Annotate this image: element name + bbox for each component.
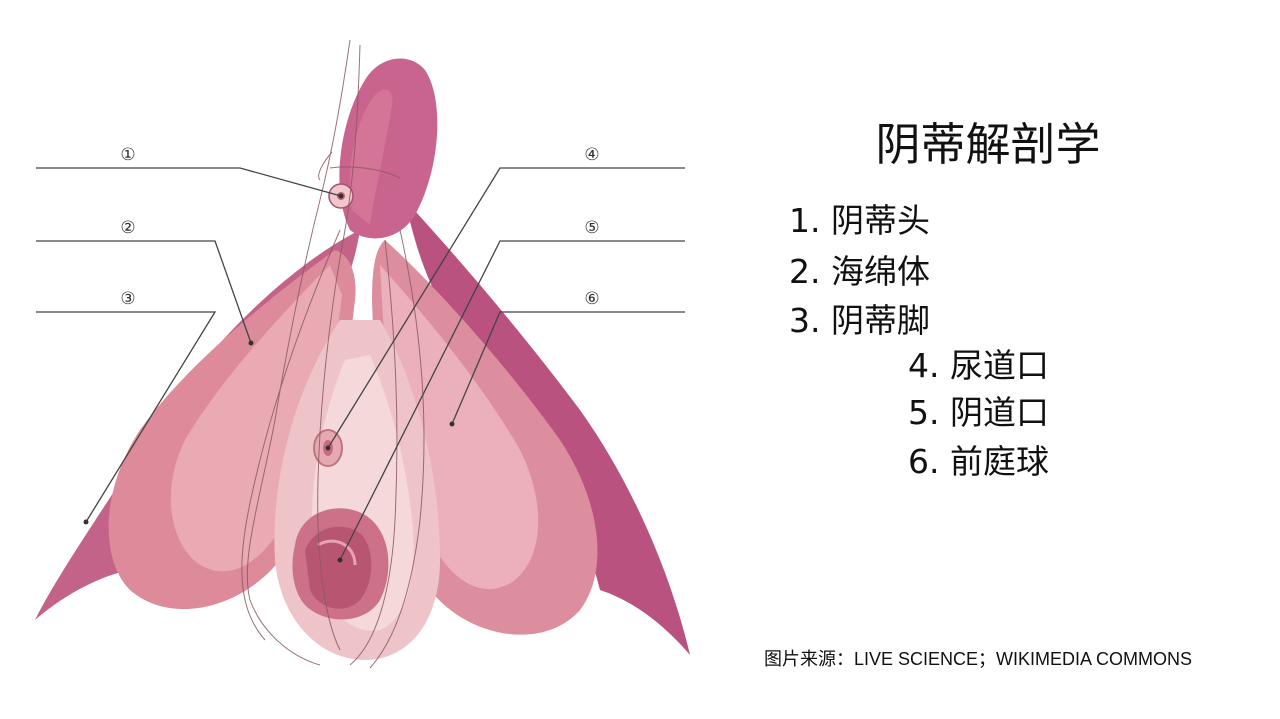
- legend-label: 尿道口: [950, 346, 1049, 385]
- legend-item-6: 6. 前庭球: [908, 439, 1049, 485]
- legend-item-3: 3. 阴蒂脚: [789, 298, 930, 344]
- leader-3: [36, 311, 217, 523]
- callout-6: ⑥: [584, 289, 599, 309]
- clitoris-anatomy-diagram: ① ② ③ ④ ⑤ ⑥: [35, 39, 690, 669]
- callout-4: ④: [584, 145, 599, 165]
- clitoral-body-highlight: [349, 89, 393, 225]
- legend-label: 阴蒂脚: [831, 301, 930, 340]
- callout-2: ②: [120, 218, 135, 238]
- page-title: 阴蒂解剖学: [875, 118, 1101, 171]
- leader-2: [36, 240, 252, 344]
- legend-marker: 2.: [789, 252, 821, 291]
- callout-1: ①: [120, 145, 135, 165]
- legend-marker: 3.: [789, 301, 821, 340]
- leader-lines: [36, 167, 685, 561]
- callout-3: ③: [120, 289, 135, 309]
- legend-marker: 4.: [908, 346, 940, 385]
- leader-6: [451, 311, 685, 425]
- callout-5: ⑤: [584, 218, 599, 238]
- legend-label: 前庭球: [950, 442, 1049, 481]
- image-credit: 图片来源：LIVE SCIENCE；WIKIMEDIA COMMONS: [764, 649, 1193, 669]
- leader-5: [339, 240, 685, 561]
- legend-item-1: 1. 阴蒂头: [789, 198, 930, 244]
- legend-label: 阴道口: [950, 393, 1049, 432]
- legend-marker: 1.: [789, 201, 821, 240]
- leader-dots: [83, 193, 455, 563]
- legend-label: 阴蒂头: [831, 201, 930, 240]
- legend-item-2: 2. 海绵体: [789, 249, 930, 295]
- legend-marker: 5.: [908, 393, 940, 432]
- leader-1: [36, 167, 342, 197]
- legend-label: 海绵体: [831, 252, 930, 291]
- left-bulb-inner: [170, 265, 342, 572]
- leader-4: [327, 167, 685, 449]
- legend-marker: 6.: [908, 442, 940, 481]
- nerve-lines: [241, 39, 425, 669]
- legend-item-4: 4. 尿道口: [908, 343, 1049, 389]
- legend-item-5: 5. 阴道口: [908, 390, 1049, 436]
